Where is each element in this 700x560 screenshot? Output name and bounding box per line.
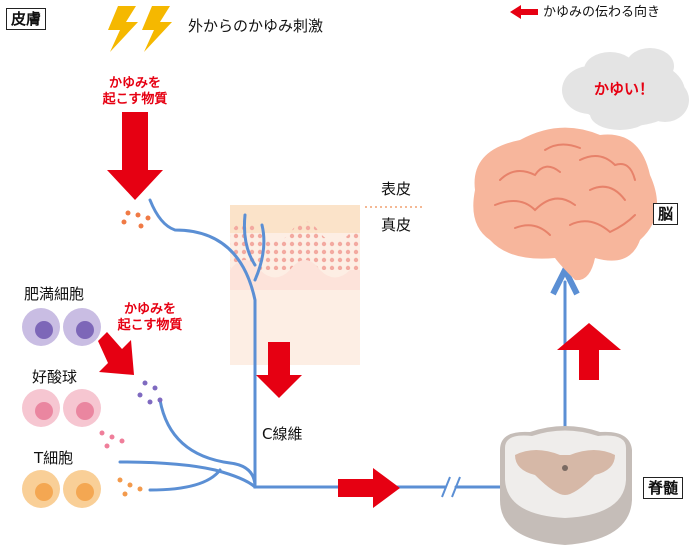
spinal-cord-icon <box>500 426 632 545</box>
up-arrow-icon <box>557 323 621 380</box>
eosinophil-icon <box>22 389 101 427</box>
mast-cell-icon <box>22 308 101 346</box>
fiber-break-mark <box>441 476 461 498</box>
legend-arrow-icon <box>510 5 538 19</box>
eosinophil-label: 好酸球 <box>32 368 78 386</box>
brain-label: 脳 <box>653 203 679 225</box>
brain-icon <box>473 127 658 281</box>
dermis-label: 真皮 <box>381 216 412 234</box>
itch-substance-label: かゆみを 起こす物質 <box>117 302 183 333</box>
mast-cell-label: 肥満細胞 <box>24 285 85 303</box>
c-fiber-nerve <box>118 198 565 492</box>
c-fiber-label: C線維 <box>262 425 303 443</box>
right-arrow-icon <box>338 468 400 508</box>
lightning-bolt-icon <box>108 6 172 52</box>
external-stimulus-label: 外からのかゆみ刺激 <box>188 17 324 35</box>
skin-label: 皮膚 <box>6 8 47 30</box>
t-cell-icon <box>22 470 101 508</box>
down-arrow-icon <box>107 112 163 200</box>
itch-substance-dots <box>99 210 163 497</box>
down-arrow-icon <box>256 342 302 398</box>
diagonal-arrow-icon <box>98 332 134 375</box>
itch-substance-label: かゆみを 起こす物質 <box>102 76 168 107</box>
thought-bubble <box>562 48 689 160</box>
t-cell-label: T細胞 <box>34 449 74 467</box>
epidermis-label: 表皮 <box>381 180 412 198</box>
legend-label: かゆみの伝わる向き <box>543 5 661 20</box>
spinal-cord-label: 脊髄 <box>643 477 684 499</box>
itchy-thought-text: かゆい！ <box>594 80 655 98</box>
